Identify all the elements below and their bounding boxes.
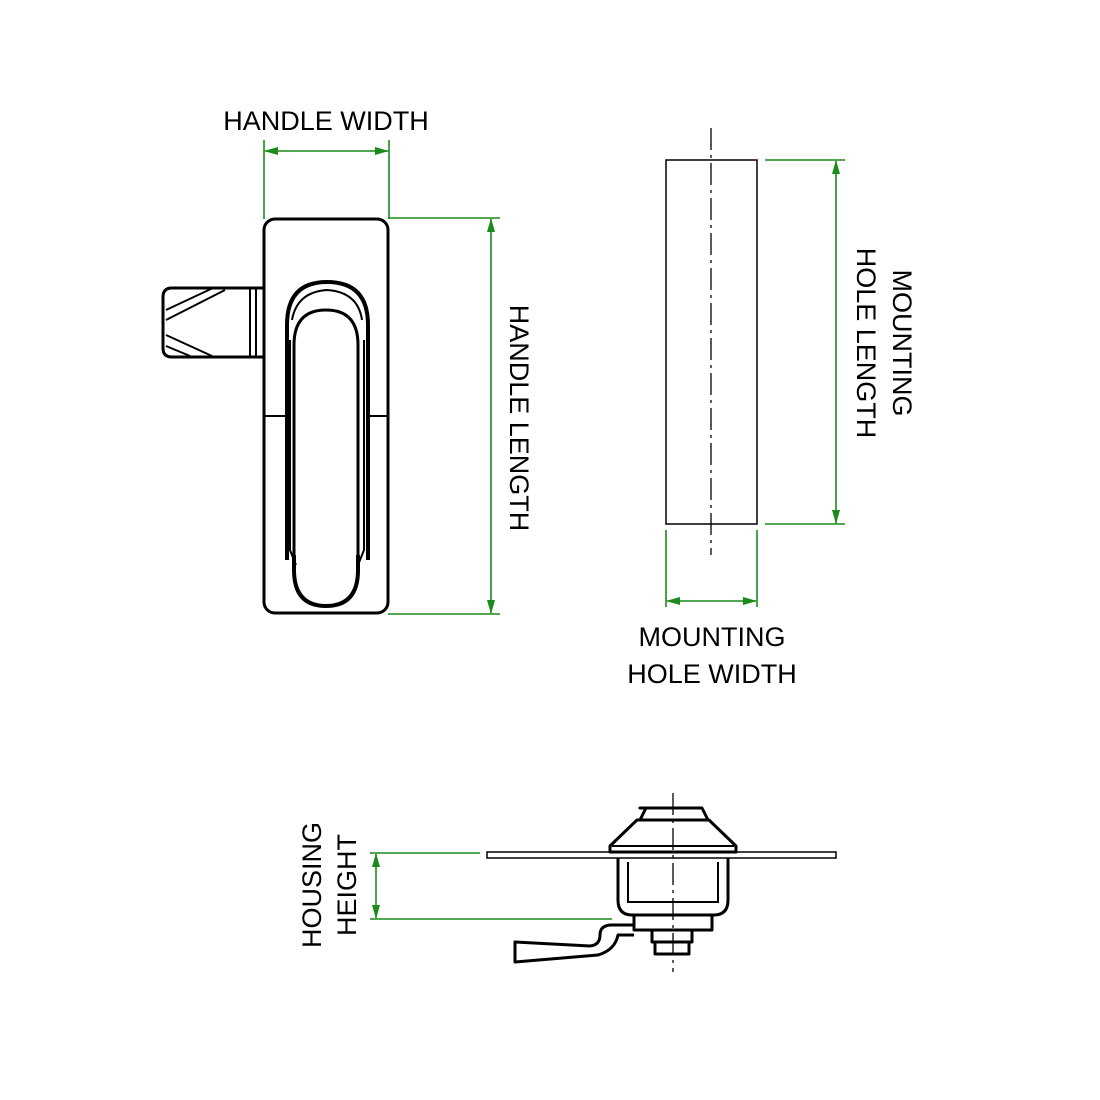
handle-length-label: HANDLE LENGTH (504, 305, 534, 532)
mounting-hole-width-label-line2: HOLE WIDTH (627, 659, 797, 689)
housing-height-dimension: HOUSING HEIGHT (297, 822, 612, 948)
handle-width-label: HANDLE WIDTH (223, 106, 429, 136)
housing-height-label-line2: HEIGHT (332, 834, 362, 936)
mounting-hole-length-dimension: MOUNTING HOLE LENGTH (765, 159, 917, 525)
mounting-hole-length-label-line2: HOLE LENGTH (851, 248, 881, 439)
key-cylinder (161, 286, 264, 359)
handle-front-view (161, 217, 390, 615)
handle-width-dimension: HANDLE WIDTH (223, 106, 429, 219)
mounting-hole-length-label-line1: MOUNTING (887, 270, 917, 417)
mounting-hole-view (665, 128, 758, 555)
handle-length-dimension: HANDLE LENGTH (388, 217, 534, 615)
mounting-hole-width-dimension: MOUNTING HOLE WIDTH (627, 530, 797, 689)
mounting-hole-width-label-line1: MOUNTING (639, 622, 786, 652)
lock-side-view (486, 793, 837, 972)
housing-height-label-line1: HOUSING (297, 822, 327, 948)
